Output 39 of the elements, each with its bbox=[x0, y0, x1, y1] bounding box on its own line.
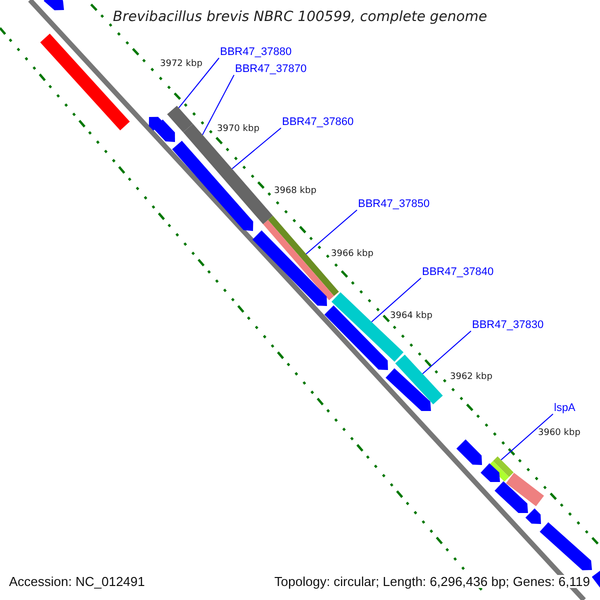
gene-feature bbox=[494, 481, 528, 513]
genome-stats-text: Topology: circular; Length: 6,296,436 bp; Genes: 6,119 bbox=[272, 575, 592, 588]
gene-label: BBR47_37860 bbox=[282, 117, 354, 128]
leader-line bbox=[232, 128, 282, 170]
leader-line bbox=[422, 330, 472, 374]
gene-feature bbox=[540, 522, 592, 570]
gene-feature bbox=[183, 124, 273, 224]
scale-label: 3960 kbp bbox=[538, 429, 580, 438]
gene-feature bbox=[395, 354, 443, 404]
gene-feature bbox=[480, 463, 500, 482]
gene-feature bbox=[44, 0, 64, 10]
gene-label: lspA bbox=[554, 403, 576, 414]
gene-feature bbox=[592, 569, 600, 590]
gene-label: BBR47_37850 bbox=[358, 199, 430, 210]
genome-title: Brevibacillus brevis NBRC 100599, complete genome bbox=[112, 10, 488, 24]
gene-feature bbox=[172, 140, 254, 231]
scale-label: 3962 kbp bbox=[450, 373, 492, 382]
gene-label: BBR47_37880 bbox=[220, 47, 292, 58]
accession-text: Accession: NC_012491 bbox=[7, 575, 147, 588]
scale-label: 3964 kbp bbox=[390, 312, 432, 321]
scale-label: 3970 kbp bbox=[217, 125, 260, 134]
scale-label: 3968 kbp bbox=[274, 187, 316, 196]
scale-label: 3966 kbp bbox=[331, 250, 374, 259]
gene-feature bbox=[252, 230, 327, 306]
leader-line bbox=[371, 278, 422, 322]
gene-feature bbox=[40, 34, 130, 130]
gene-label: BBR47_37870 bbox=[235, 64, 307, 75]
gene-label: BBR47_37830 bbox=[472, 320, 544, 331]
gene-feature bbox=[506, 472, 544, 506]
leader-line bbox=[178, 58, 220, 108]
gene-feature bbox=[324, 305, 388, 370]
gene-feature bbox=[167, 106, 193, 132]
leader-line bbox=[202, 74, 234, 136]
leader-line bbox=[500, 414, 554, 460]
scale-label: 3972 kbp bbox=[160, 60, 202, 69]
gene-label: BBR47_37840 bbox=[422, 267, 494, 278]
gene-feature bbox=[456, 439, 482, 465]
leader-line bbox=[306, 210, 358, 254]
gene-feature bbox=[386, 368, 431, 411]
